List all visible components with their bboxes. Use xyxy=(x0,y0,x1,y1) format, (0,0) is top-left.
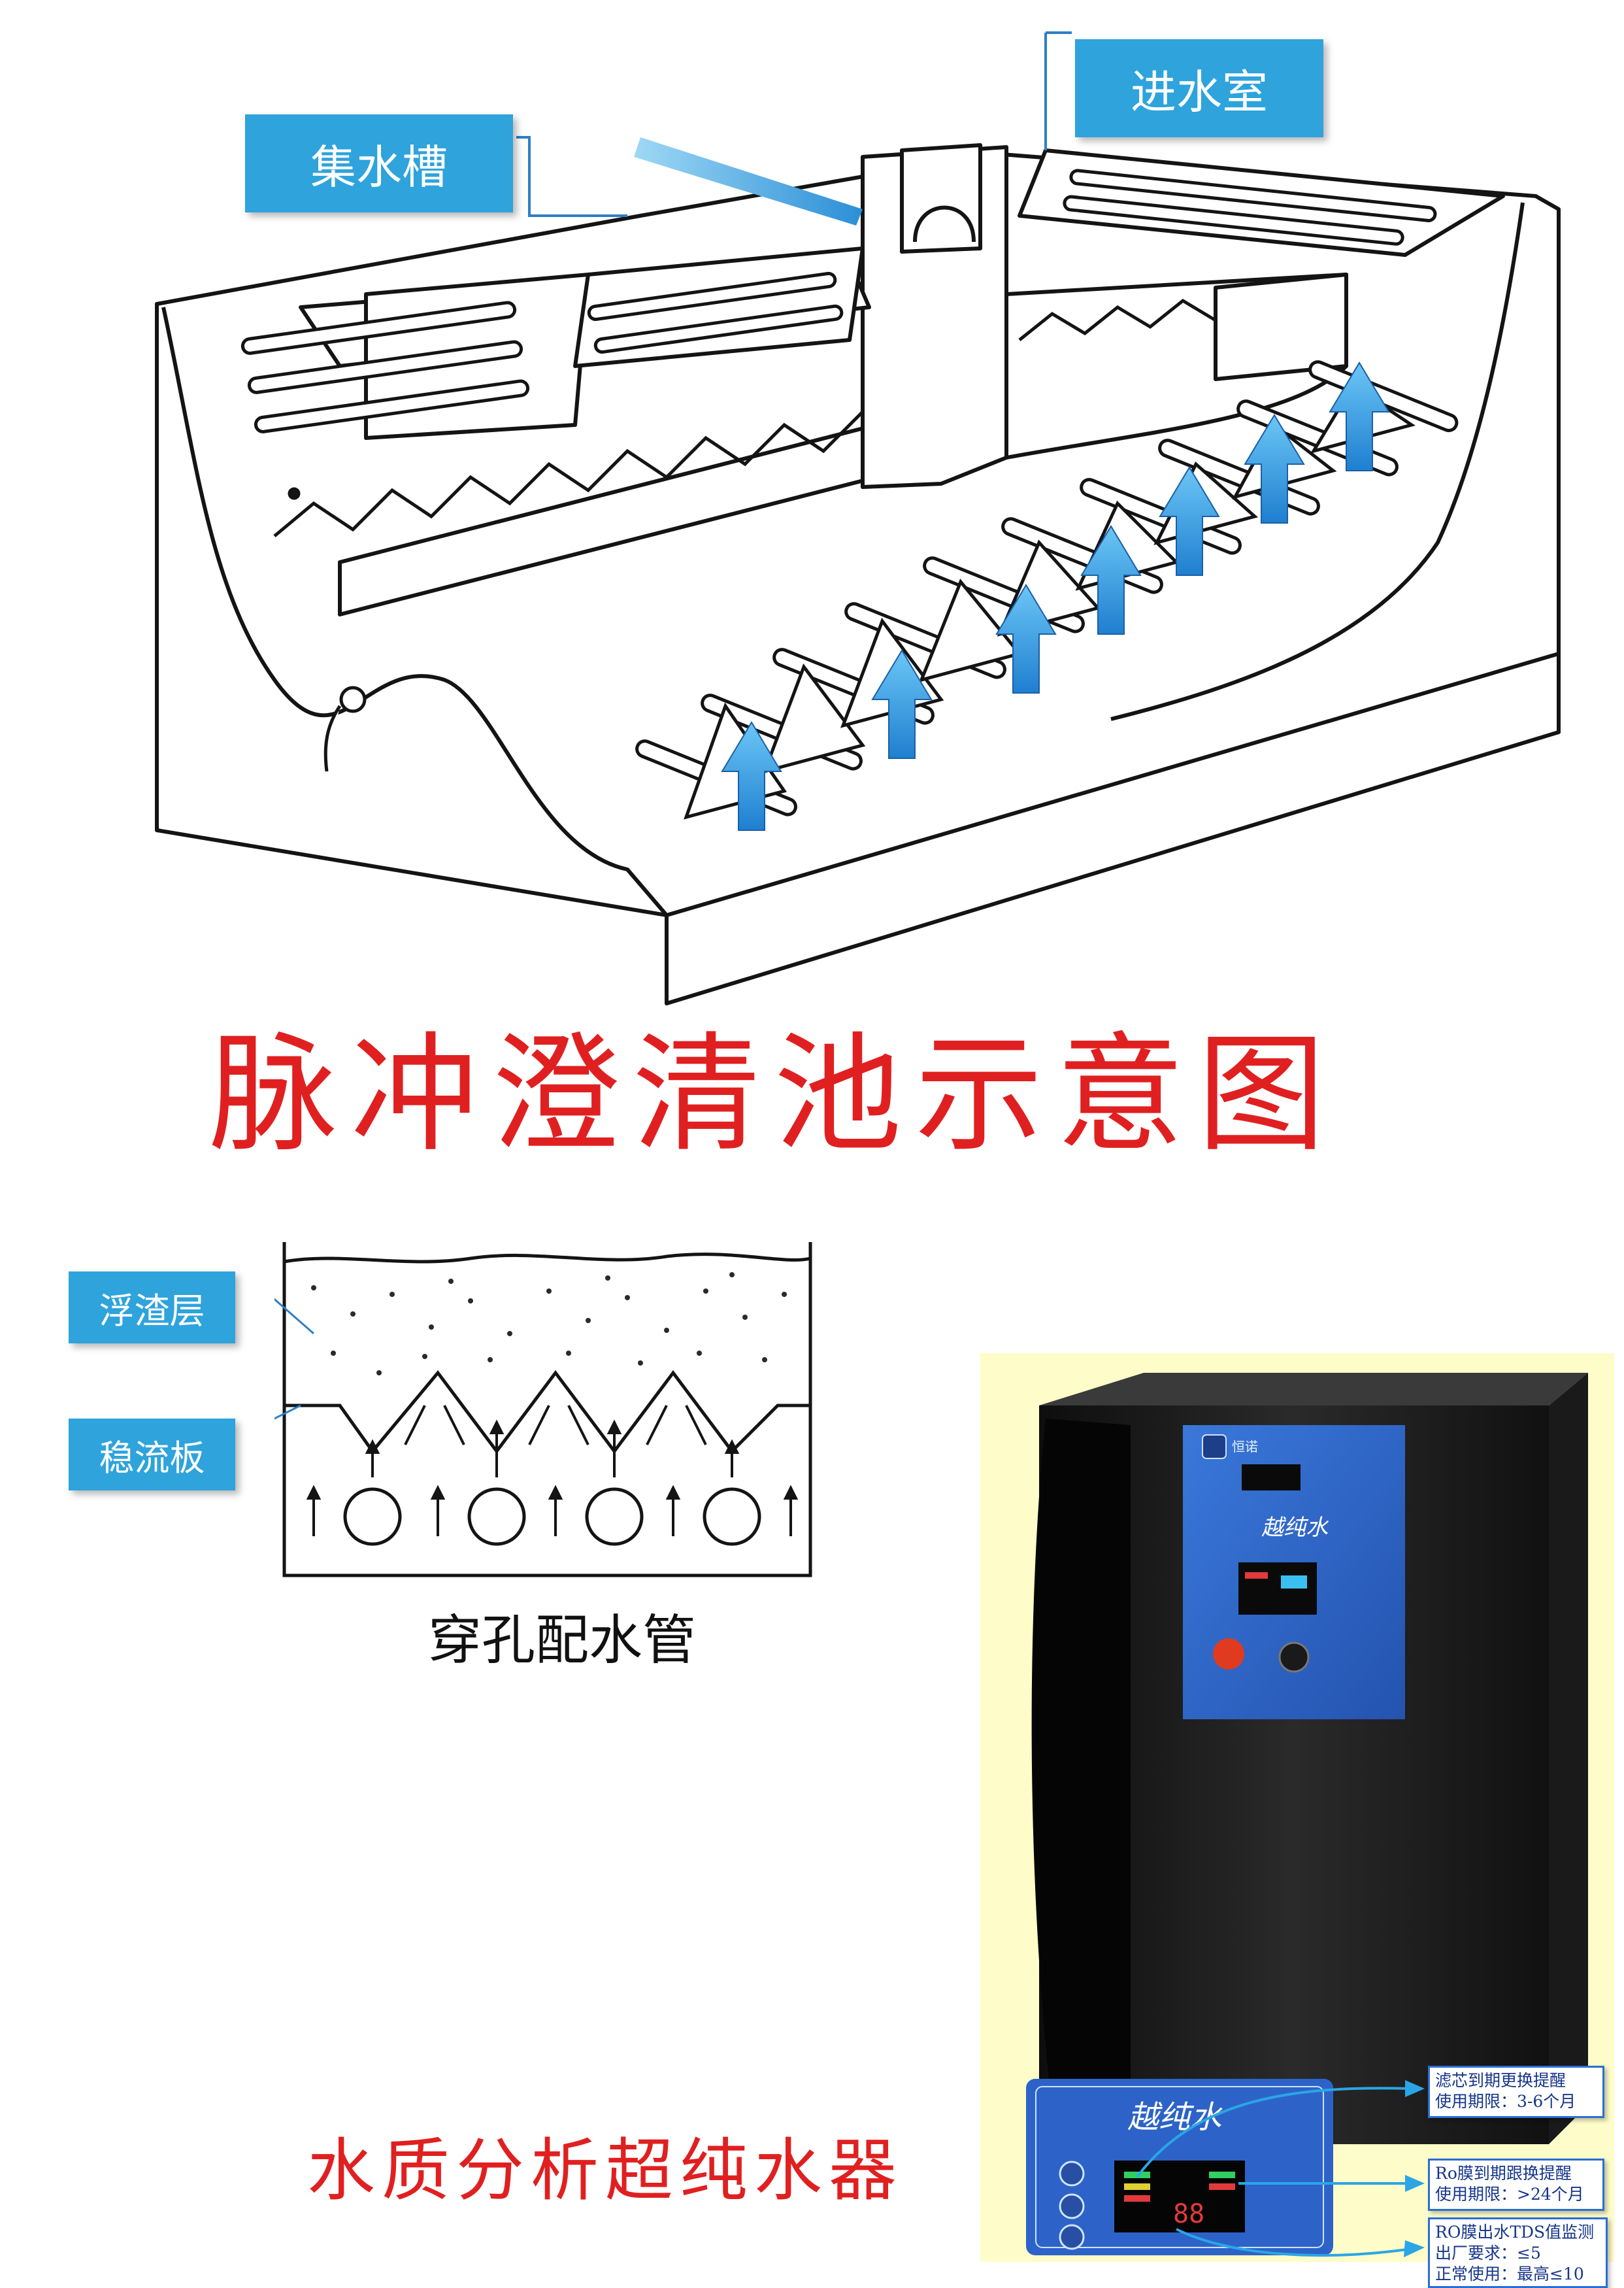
perforated-pipe-diagram xyxy=(274,1242,812,1577)
baffle-plate-label: 稳流板 xyxy=(69,1419,235,1490)
water-purifier-illustration: 恒诺 越纯水 越纯水 88 xyxy=(1026,1373,1588,2257)
display-digits: 88 xyxy=(1173,2199,1204,2229)
pulse-clarifier-illustration xyxy=(155,31,1561,1005)
product-photo: 恒诺 越纯水 越纯水 88 滤芯到期更换提醒 使用期限：3-6个月 Ro xyxy=(980,1353,1614,2288)
logo-text: 恒诺 xyxy=(1232,1439,1258,1455)
product-title: 水质分析超纯水器 xyxy=(307,2130,904,2210)
brand-panel-text-top: 越纯水 xyxy=(1261,1515,1329,1541)
pipe-caption: 穿孔配水管 xyxy=(427,1609,696,1672)
ro-membrane-note: Ro膜到期跟换提醒 使用期限：>24个月 xyxy=(1428,2159,1604,2211)
inlet-chamber-label: 进水室 xyxy=(1075,39,1323,137)
page-title: 脉冲澄清池示意图 xyxy=(209,1020,1339,1169)
filter-replacement-note: 滤芯到期更换提醒 使用期限：3-6个月 xyxy=(1428,2066,1604,2118)
tds-monitoring-note: RO膜出水TDS值监测 出厂要求：≤5 正常使用：最高≤10 xyxy=(1428,2217,1608,2288)
brand-panel-text-bottom: 越纯水 xyxy=(1127,2099,1223,2136)
collection-trough-label: 集水槽 xyxy=(245,114,513,212)
scum-layer-label: 浮渣层 xyxy=(69,1271,235,1343)
